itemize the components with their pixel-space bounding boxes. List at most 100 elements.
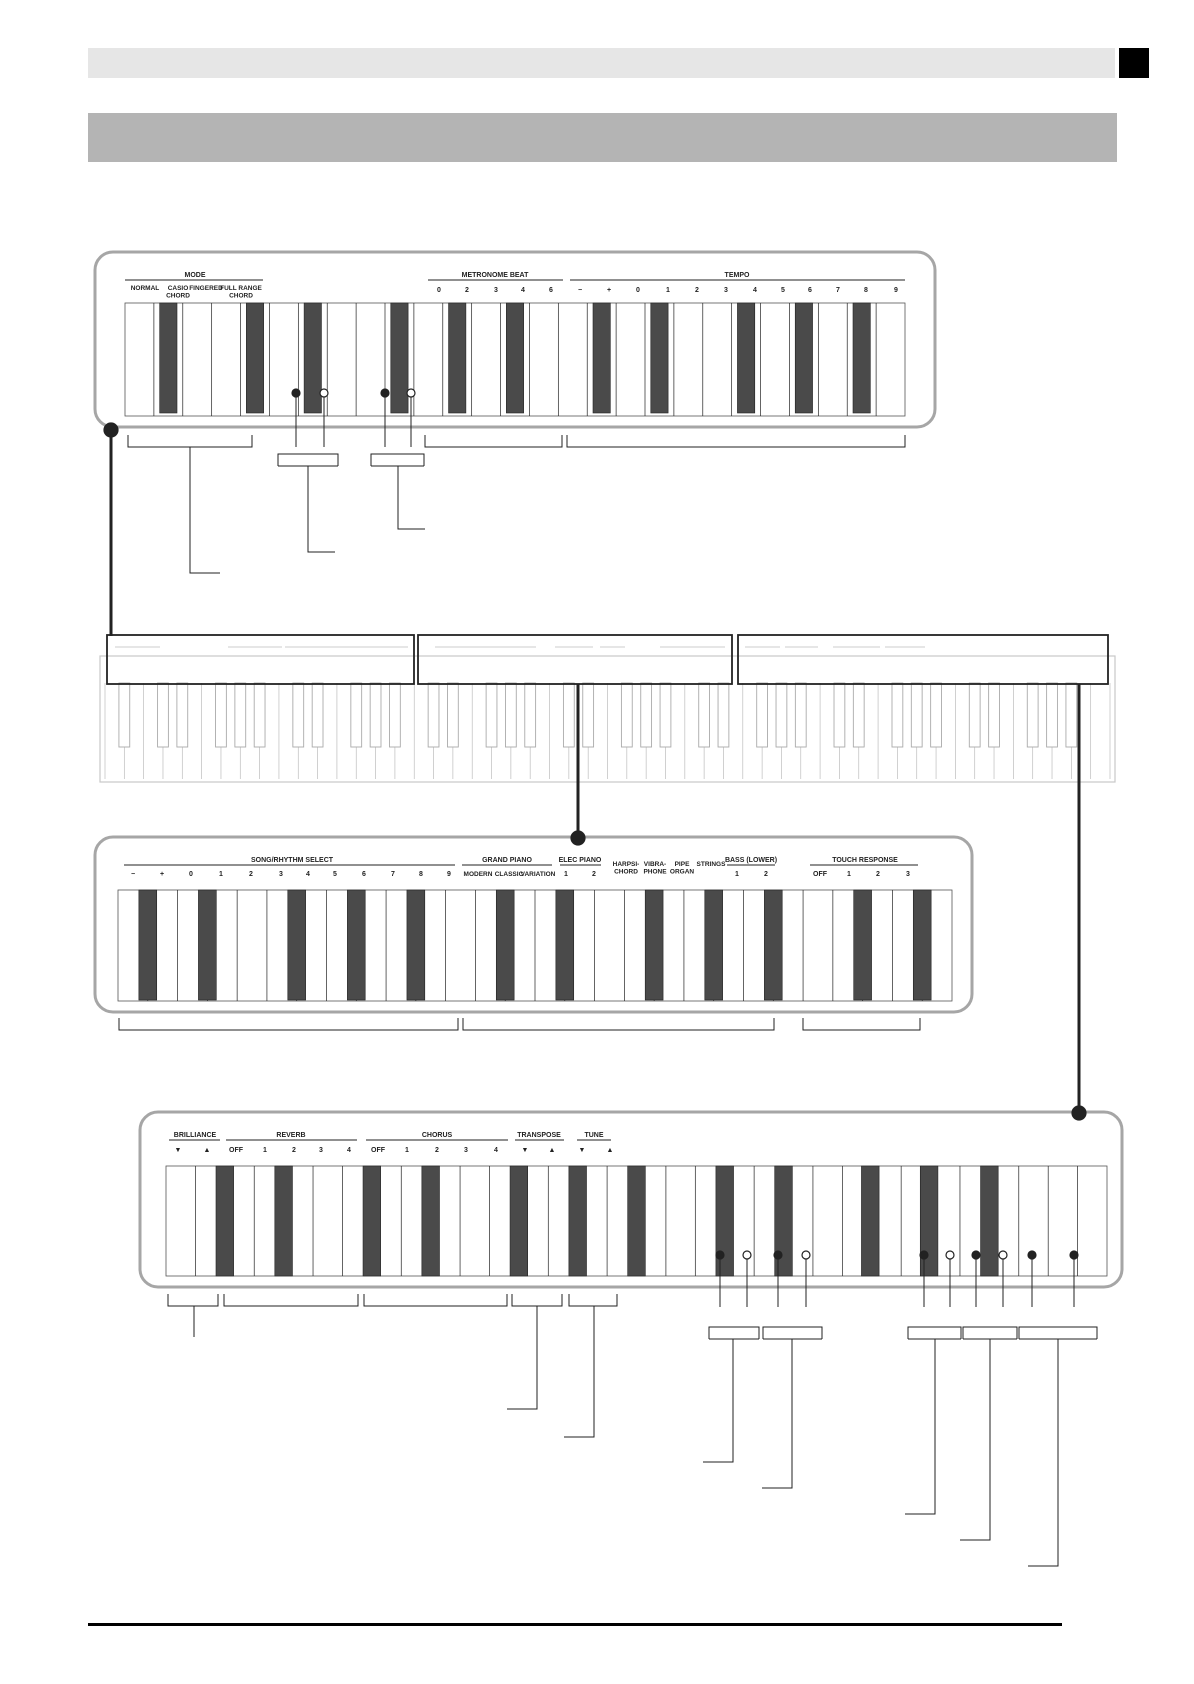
key-label-chorus: OFF [371, 1147, 386, 1154]
key-label-tone: VIBRA-PHONE [643, 861, 667, 876]
key-label-elec-piano: 2 [592, 871, 596, 878]
black-key [582, 682, 595, 748]
black-key [980, 1165, 999, 1277]
black-key [912, 889, 932, 1001]
group-bracket [511, 1294, 563, 1307]
black-key [794, 682, 807, 748]
section-box-right [737, 634, 1109, 685]
black-key [910, 682, 923, 748]
black-key [495, 889, 515, 1001]
black-key [968, 682, 981, 748]
black-key [215, 682, 227, 748]
key-label-grand-piano: CLASSIC [495, 871, 524, 878]
leader-line [703, 1339, 734, 1463]
black-key [234, 682, 247, 748]
key-label-elec-piano: 1 [564, 871, 568, 878]
black-key [833, 682, 846, 748]
black-key [620, 682, 633, 748]
leader-line [960, 1339, 991, 1541]
section-box-left [106, 634, 415, 685]
group-bracket [907, 1326, 962, 1339]
black-key [311, 682, 324, 748]
callout-dot [998, 1250, 1008, 1260]
key-label-mode: FINGERED [189, 285, 223, 292]
black-key [919, 1165, 939, 1277]
key-label-touch: OFF [813, 871, 828, 878]
key-label-brilliance: ▲ [204, 1147, 211, 1154]
key-label-bass: 1 [735, 871, 739, 878]
key-label-tempo: 5 [781, 287, 785, 294]
black-key [274, 1165, 293, 1277]
key-label-reverb: 2 [292, 1147, 296, 1154]
key-label-grand-piano: VARIATION [521, 871, 556, 878]
key-label-tempo: 1 [666, 287, 670, 294]
black-key [650, 302, 669, 414]
callout-dot [1027, 1250, 1037, 1260]
black-key [509, 1165, 528, 1277]
header-bar [88, 48, 1115, 78]
black-key [448, 302, 467, 414]
black-key [421, 1165, 440, 1277]
key-label-song: 6 [362, 871, 366, 878]
key-label-chorus: 1 [405, 1147, 409, 1154]
leader-line [1028, 1339, 1059, 1567]
black-key [640, 682, 653, 748]
key-label-tempo: 6 [808, 287, 812, 294]
black-key [555, 889, 575, 1001]
key-label-touch: 2 [876, 871, 880, 878]
panel-frame [138, 1110, 1124, 1289]
group-title-elec-piano: ELEC PIANO [559, 857, 602, 864]
black-key [891, 682, 904, 748]
black-key [704, 889, 723, 1001]
group-bracket [223, 1294, 359, 1307]
black-key [362, 1165, 381, 1277]
black-key [176, 682, 189, 748]
callout-dot [971, 1250, 981, 1260]
black-key [292, 682, 305, 748]
key-label-brilliance: ▼ [175, 1147, 182, 1154]
callout-dot [773, 1250, 783, 1260]
callout-dot [801, 1250, 811, 1260]
black-key [774, 1165, 793, 1277]
full-keyboard [99, 634, 1116, 783]
key-label-song: 0 [189, 871, 193, 878]
group-title-metronome-beat: METRONOME BEAT [462, 272, 529, 279]
black-key [118, 682, 131, 748]
black-key [861, 1165, 880, 1277]
key-label-song: − [131, 871, 135, 878]
black-key [1026, 682, 1039, 748]
black-key [389, 682, 401, 748]
key-label-tone: STRINGS [697, 861, 727, 868]
black-key [592, 302, 611, 414]
key-label-tempo: 9 [894, 287, 898, 294]
leader-line [564, 1306, 595, 1438]
header-tab-marker [1119, 48, 1149, 78]
key-label-touch: 3 [906, 871, 910, 878]
section-title-bar [88, 113, 1117, 162]
key-label-metronome: 4 [521, 287, 525, 294]
black-key [215, 1165, 234, 1277]
black-key [756, 682, 768, 748]
black-key [485, 682, 498, 748]
callout-dot [715, 1250, 725, 1260]
panel-frame [93, 250, 937, 429]
leader-line [905, 1339, 936, 1515]
key-label-tempo: 8 [864, 287, 868, 294]
key-label-reverb: OFF [229, 1147, 244, 1154]
section-box-center [417, 634, 733, 685]
key-label-song: 9 [447, 871, 451, 878]
group-bracket [370, 453, 425, 466]
black-key [988, 682, 1000, 748]
key-label-song: 4 [306, 871, 310, 878]
black-key [852, 302, 871, 414]
group-bracket [708, 1326, 760, 1339]
black-key [157, 682, 169, 748]
black-key [764, 889, 783, 1001]
key-label-metronome: 0 [437, 287, 441, 294]
group-title-tune: TUNE [584, 1132, 603, 1139]
leader-line [507, 1306, 538, 1410]
black-key [717, 682, 730, 748]
